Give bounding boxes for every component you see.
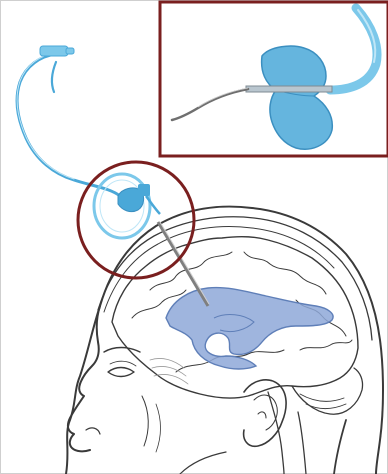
inset-metal-stem <box>246 86 332 92</box>
luer-connector-icon <box>40 46 74 56</box>
